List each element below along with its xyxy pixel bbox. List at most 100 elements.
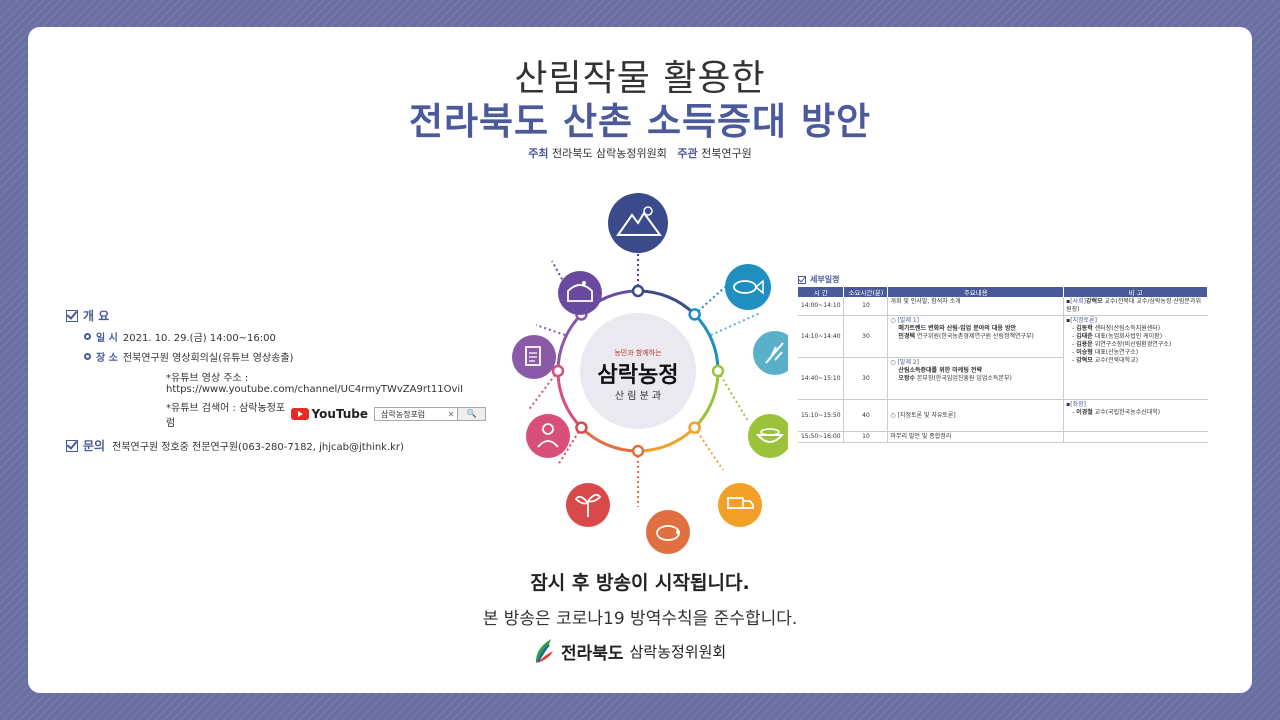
jeonbuk-leaf-icon	[535, 639, 553, 663]
talk-title: 산림소득증대를 위한 마케팅 전략	[898, 367, 982, 374]
seat-tag: [좌장]	[1070, 401, 1086, 408]
row-duration: 30	[843, 357, 888, 400]
table-header: 시 간 소요시간(분) 주요내용 비 고	[798, 287, 1208, 297]
row-content-text: [지정토론 및 자유토론]	[897, 411, 956, 419]
youtube-logo-text: YouTube	[311, 407, 368, 421]
chair-tag: [사회]	[1070, 298, 1086, 305]
center-circle	[580, 313, 696, 429]
contact-value: 전북연구원 정호중 전문연구원(063-280-7182, jhjcab@jth…	[112, 442, 404, 453]
date-value: 2021. 10. 29.(금) 14:00~16:00	[122, 333, 276, 344]
panelist-aff: 센터장(산림소득지원센터)	[1094, 325, 1161, 332]
col-duration: 소요시간(분)	[843, 287, 889, 297]
schedule-section: 세부일정 시 간 소요시간(분) 주요내용 비 고 14:00~14:10 10…	[798, 274, 1218, 443]
checkbox-icon	[66, 439, 78, 452]
center-main-text: 삼락농정	[598, 362, 679, 388]
place-row: 장 소 전북연구원 영상회의실(유튜브 영상송출)	[66, 349, 486, 364]
center-sub-text: 산 림 분 과	[615, 390, 661, 402]
speaker-aff: 연구위원(한국농촌경제연구원 산림정책연구부)	[916, 333, 1034, 340]
wheat-icon	[753, 331, 788, 375]
seat-aff: 교수(국립한국농수산대학)	[1094, 409, 1161, 416]
youtube-search-label: *유튜브 검색어 : 삼락농정포럼	[166, 403, 286, 429]
search-query[interactable]: 삼락농정포럼	[381, 409, 426, 419]
contact-row: 문의 전북연구원 정호중 전문연구원(063-280-7182, jhjcab@…	[66, 437, 486, 454]
panelist-name: 김태준	[1076, 333, 1093, 340]
talk-tag: [발제 1]	[897, 317, 920, 324]
overview-section: 개 요 일 시 2021. 10. 29.(금) 14:00~16:00 장 소…	[66, 307, 486, 454]
speaker: 오왕수	[898, 375, 915, 382]
row-duration: 40	[843, 399, 888, 432]
row-notes: ▪[사회]강혁모 교수(전북대 교수/삼락농정 산림분과위원장)	[1063, 297, 1208, 316]
document-icon	[512, 335, 556, 379]
overview-heading: 개 요	[66, 307, 486, 324]
row-content: 개회 및 인사말, 참석자 소개	[887, 297, 1064, 316]
close-icon[interactable]: ✕	[447, 409, 455, 419]
row-time: 14:10~14:40	[798, 315, 844, 358]
contact-heading: 문의	[83, 439, 106, 453]
col-time: 시 간	[798, 287, 845, 297]
place-value: 전북연구원 영상회의실(유튜브 영상송출)	[122, 353, 294, 364]
search-icon[interactable]: 🔍	[457, 408, 485, 420]
panel-tag: [지정토론]	[1070, 317, 1098, 324]
row-time: 14:40~15:10	[798, 357, 844, 400]
place-label: 장 소	[96, 353, 118, 364]
panelist-name: 강혁모	[1076, 357, 1093, 364]
row-notes-empty	[1063, 431, 1208, 443]
row-duration: 10	[843, 297, 888, 316]
table-row: 15:50~16:00 10 마무리 발언 및 종합정리	[798, 431, 1208, 443]
mountain-icon	[608, 193, 668, 253]
panelist-aff: 위연구소장(비산림환경연구소)	[1094, 341, 1172, 348]
youtube-search-box[interactable]: 삼락농정포럼 ✕ 🔍	[374, 407, 486, 421]
speaker: 민경택	[898, 333, 915, 340]
schedule-heading-text: 세부일정	[810, 275, 840, 284]
youtube-logo: YouTube	[291, 407, 368, 421]
table-row: 14:00~14:10 10 개회 및 인사말, 참석자 소개 ▪[사회]강혁모…	[798, 297, 1208, 316]
greenhouse-icon	[558, 271, 602, 315]
logo-region: 전라북도	[561, 643, 624, 664]
table-row: 14:40~15:10 30 ○ [발제 2] 산림소득증대를 위한 마케팅 전…	[798, 357, 1208, 400]
schedule-heading: 세부일정	[798, 274, 1218, 285]
panelist-name: 김용운	[1076, 341, 1093, 348]
bullet-icon	[84, 353, 91, 360]
row-content: ○ [발제 1] 메가트렌드 변화와 산림·임업 분야의 대응 방안 민경택 연…	[887, 315, 1064, 358]
overview-heading-text: 개 요	[83, 309, 110, 323]
col-notes: 비 고	[1063, 287, 1208, 297]
row-content: ○ [지정토론 및 자유토론]	[887, 399, 1064, 432]
seat-notes: ▪[좌장] - 이경철 교수(국립한국농수산대학)	[1063, 399, 1208, 432]
organizer-label: 주관	[677, 147, 698, 160]
main-card: 산림작물 활용한 전라북도 산촌 소득증대 방안 주최 전라북도 삼락농정위원회…	[28, 27, 1252, 693]
title-line2: 전라북도 산촌 소득증대 방안	[408, 100, 872, 143]
row-content: ○ [발제 2] 산림소득증대를 위한 마케팅 전략 오왕수 본부장(한국임업진…	[887, 357, 1064, 400]
fish-icon	[725, 264, 771, 310]
covid-notice: 본 방송은 코로나19 방역수칙을 준수합니다.	[482, 609, 798, 629]
footer-logo: 전라북도 삼락농정위원회	[533, 637, 726, 665]
truck-icon	[718, 483, 762, 527]
youtube-play-icon	[291, 408, 310, 420]
row-time: 15:50~16:00	[798, 431, 844, 443]
youtube-url[interactable]: *유튜브 영상 주소 : https://www.youtube.com/cha…	[166, 373, 464, 395]
host: 전라북도 삼락농정위원회	[552, 147, 667, 160]
date-row: 일 시 2021. 10. 29.(금) 14:00~16:00	[66, 329, 486, 344]
panel-notes: ▪[지정토론] - 김동학 센터장(산림소득지원센터) - 김태준 대표(농업회…	[1063, 315, 1208, 400]
table-row: 14:10~14:40 30 ○ [발제 1] 메가트렌드 변화와 산림·임업 …	[798, 315, 1208, 400]
row-duration: 30	[843, 315, 888, 358]
host-label: 주최	[528, 147, 549, 160]
row-content: 마무리 발언 및 종합정리	[887, 431, 1064, 443]
farmer-icon	[526, 414, 570, 458]
hosts-line: 주최 전라북도 삼락농정위원회 주관 전북연구원	[28, 145, 1252, 161]
logo-org: 삼락농정위원회	[629, 642, 727, 661]
date-label: 일 시	[96, 333, 118, 344]
row-duration: 10	[843, 431, 888, 443]
bowl-icon	[748, 414, 788, 458]
panelist-aff: 대표(산농연구소)	[1094, 349, 1139, 356]
panelist-aff: 대표(농업회사법인 케이팜)	[1094, 333, 1163, 340]
organizer: 전북연구원	[701, 147, 752, 160]
speaker-aff: 본부장(한국임업진흥원 임업소득본부)	[916, 375, 1012, 382]
row-time: 14:00~14:10	[798, 297, 844, 316]
talk-tag: [발제 2]	[897, 359, 920, 366]
schedule-table: 시 간 소요시간(분) 주요내용 비 고 14:00~14:10 10 개회 및…	[798, 287, 1208, 443]
talk-title: 메가트렌드 변화와 산림·임업 분야의 대응 방안	[898, 325, 1017, 332]
pig-icon	[646, 510, 690, 554]
forestry-diagram: 농민과 함께하는 삼락농정 산 림 분 과	[512, 193, 788, 554]
row-time: 15:10~15:50	[798, 399, 844, 432]
chair-aff: 교수(전북대 교수/삼락농정 산림분과위원장)	[1066, 298, 1201, 313]
